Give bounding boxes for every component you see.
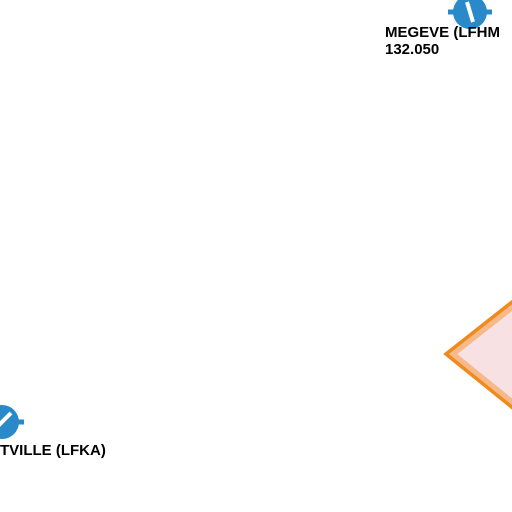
airspace-zone-fill — [446, 302, 512, 408]
airport-frequency: 132.050 — [385, 41, 440, 58]
airfield-symbol-icon[interactable] — [0, 398, 26, 446]
airport-name: MEGEVE (LFHM — [385, 24, 500, 41]
airspace-zone-outline — [443, 299, 512, 410]
airport-name: TVILLE (LFKA) — [0, 442, 106, 459]
airfield-symbol-icon[interactable] — [446, 0, 494, 36]
airport-label-albertville[interactable]: TVILLE (LFKA) — [0, 442, 106, 459]
airport-label-megeve[interactable]: MEGEVE (LFHM 132.050 — [385, 24, 500, 58]
